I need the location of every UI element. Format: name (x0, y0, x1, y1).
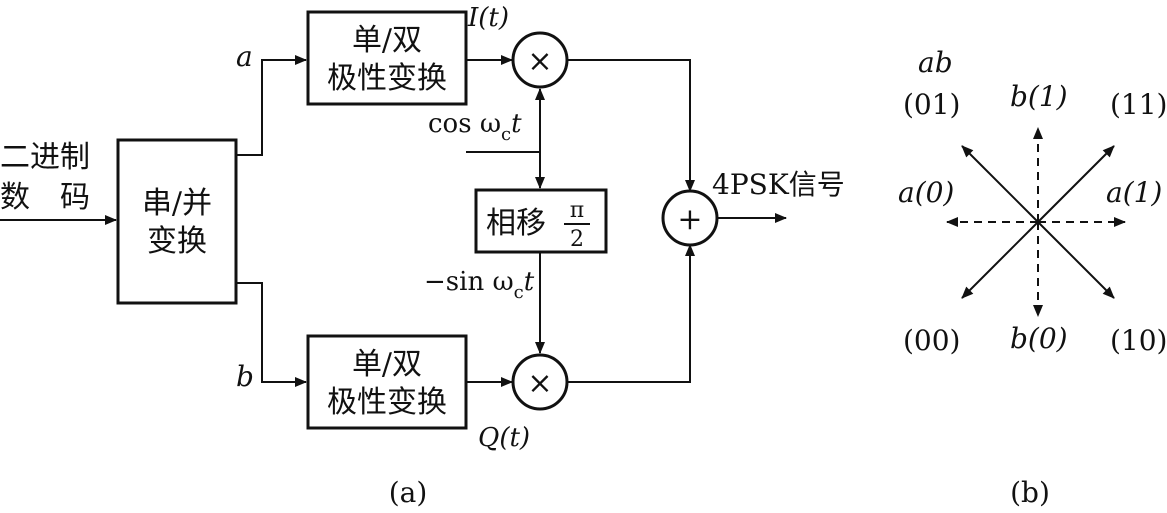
caption-a: (a) (389, 476, 428, 509)
upper-multiplier-symbol: × (527, 44, 552, 79)
phase-pi: π (570, 198, 584, 223)
branch-a-line (236, 55, 307, 156)
label-b1: b(1) (1010, 80, 1068, 113)
lower-mixer-to-adder (567, 244, 695, 383)
upper-block-line2: 极性变换 (327, 61, 447, 96)
label-b0: b(0) (1010, 322, 1068, 355)
upper-block-line1: 单/双 (352, 23, 422, 58)
branch-b-label: b (236, 360, 254, 393)
phase-shift-block (474, 188, 608, 254)
output-label: 4PSK信号 (712, 168, 845, 201)
input-label-line2: 数 码 (0, 180, 90, 215)
upper-polarity-block (306, 10, 468, 106)
lower-block-line1: 单/双 (352, 347, 422, 382)
sp-block-line2: 变换 (147, 224, 207, 259)
label-11: (11) (1110, 88, 1167, 121)
vector-10 (1037, 221, 1115, 299)
lower-multiplier-symbol: × (527, 366, 552, 401)
vector-00 (961, 221, 1039, 299)
branch-a-label: a (236, 40, 253, 73)
lower-block-line2: 极性变换 (327, 385, 447, 420)
branch-b-line (236, 282, 307, 387)
sp-block-line1: 串/并 (142, 186, 212, 221)
vector-01 (961, 145, 1039, 223)
label-a1: a(1) (1106, 176, 1162, 209)
caption-b: (b) (1010, 476, 1050, 509)
vector-11 (1037, 145, 1115, 223)
lower-polarity-block (306, 334, 468, 430)
label-a0: a(0) (898, 176, 954, 209)
i-t-label: I(t) (467, 3, 509, 33)
panel-a: 二进制 数 码 串/并 变换 a b 单/双 极性变换 单/双 极性变换 I(t… (0, 3, 845, 509)
serial-parallel-block (116, 138, 238, 305)
q-t-label: Q(t) (478, 423, 530, 453)
cos-label: cos ωct (428, 109, 522, 145)
upper-mixer-to-adder (567, 59, 695, 192)
phase-two: 2 (570, 227, 584, 252)
input-label-line1: 二进制 (0, 140, 90, 175)
sin-label: −sin ωct (424, 267, 535, 303)
label-01: (01) (903, 88, 960, 121)
label-00: (00) (903, 324, 960, 357)
label-10: (10) (1110, 324, 1167, 357)
panel-b: ab (01) (11) (00) (10) b(1) b(0) a(0) a(… (898, 46, 1167, 509)
header-ab: ab (918, 46, 953, 79)
adder-symbol: + (677, 202, 702, 237)
phase-shift-label: 相移 (486, 206, 546, 241)
